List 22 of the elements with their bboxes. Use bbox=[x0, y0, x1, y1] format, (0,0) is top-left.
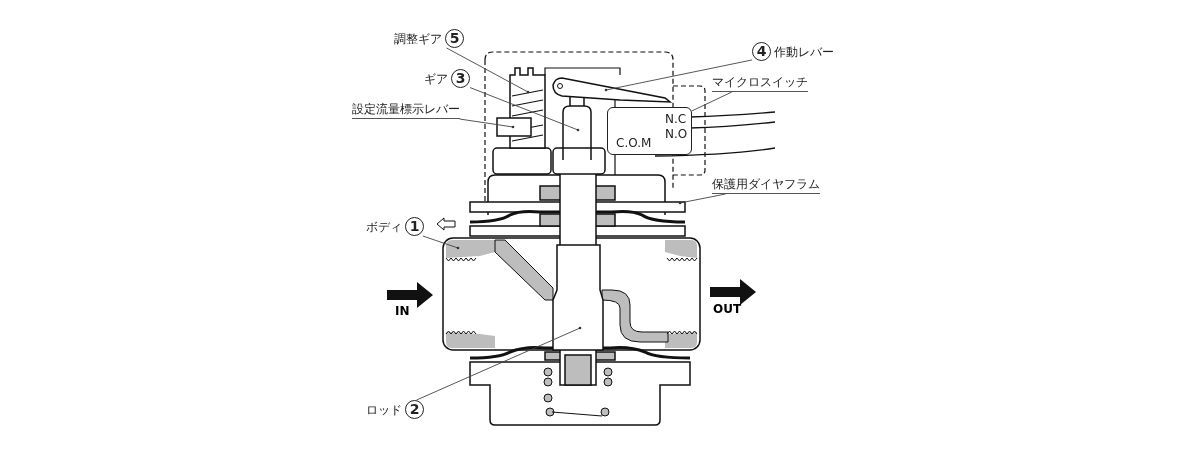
part-label: ボディ bbox=[366, 220, 402, 233]
microswitch-body bbox=[607, 107, 692, 155]
flow-direction-label: OUT bbox=[713, 302, 742, 316]
terminal-label: N.O bbox=[665, 128, 688, 140]
flow-direction-label: IN bbox=[395, 304, 410, 318]
leader-line bbox=[416, 327, 581, 401]
part-label: ギア bbox=[424, 72, 448, 85]
part-label: 作動レバー bbox=[774, 45, 834, 58]
leader-line bbox=[469, 87, 579, 131]
leader-line bbox=[459, 118, 514, 128]
leader-line bbox=[422, 235, 459, 249]
part-label: 保護用ダイヤフラム bbox=[712, 178, 820, 190]
leader-line bbox=[679, 193, 726, 204]
terminal-label: N.C bbox=[665, 113, 687, 125]
part-label: 設定流量標示レバー bbox=[352, 103, 460, 115]
leader-line bbox=[605, 59, 753, 91]
terminal-label: C.O.M bbox=[616, 137, 652, 149]
leader-line bbox=[691, 91, 733, 112]
part-label: ロッド bbox=[366, 403, 402, 416]
part-label: 調整ギア bbox=[394, 32, 442, 45]
leader-line bbox=[446, 47, 529, 93]
part-label: マイクロスイッチ bbox=[712, 76, 808, 88]
